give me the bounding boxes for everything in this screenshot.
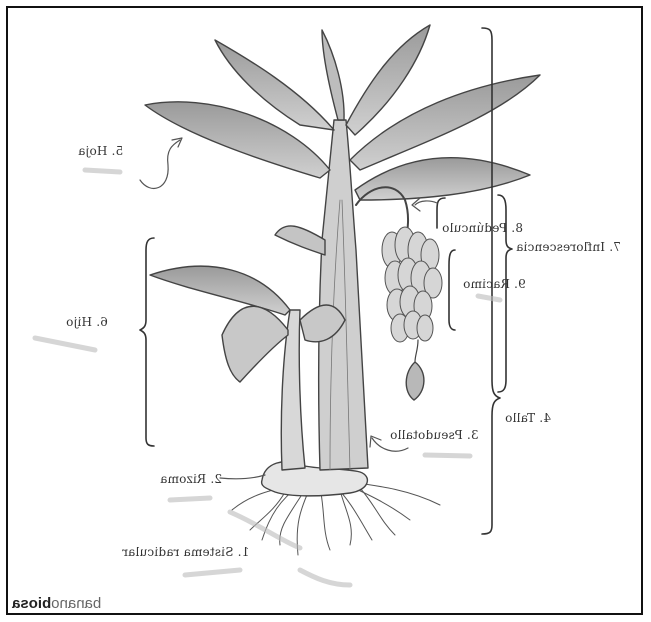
bracket-racimo — [449, 250, 455, 330]
brush-strokes — [35, 170, 500, 585]
banana-bunch — [382, 227, 442, 342]
sucker-leaf-2 — [222, 306, 288, 382]
bracket-hijo — [140, 238, 154, 446]
label-tallo: 4. Tallo — [505, 411, 551, 425]
arrow-pedunculo — [415, 201, 437, 205]
label-hijo: 6. Hijo — [66, 315, 108, 329]
label-raiz: 1. Sistema radicular — [122, 545, 249, 559]
label-pedunculo: 8. Pedúnculo — [442, 221, 523, 235]
label-rizoma: 2. Rizoma — [160, 472, 222, 486]
label-pseudotallo: 3. Pseudotallo — [390, 428, 479, 442]
leaf-mid-left — [275, 226, 325, 255]
bananobiosa-logo: bananobiosa — [12, 595, 101, 612]
label-hoja: 5. Hoja — [78, 144, 123, 158]
leaf-right-lower — [355, 158, 530, 200]
label-racimo: 9. Racimo — [463, 277, 526, 291]
male-flower-bud — [406, 362, 424, 400]
sucker-leaf-1 — [150, 266, 290, 315]
leaf-top-center — [322, 30, 344, 120]
label-inflorescencia: 7. Inflorescencia — [516, 240, 621, 254]
arrow-rizoma — [220, 475, 265, 479]
arrow-hoja — [140, 140, 180, 188]
